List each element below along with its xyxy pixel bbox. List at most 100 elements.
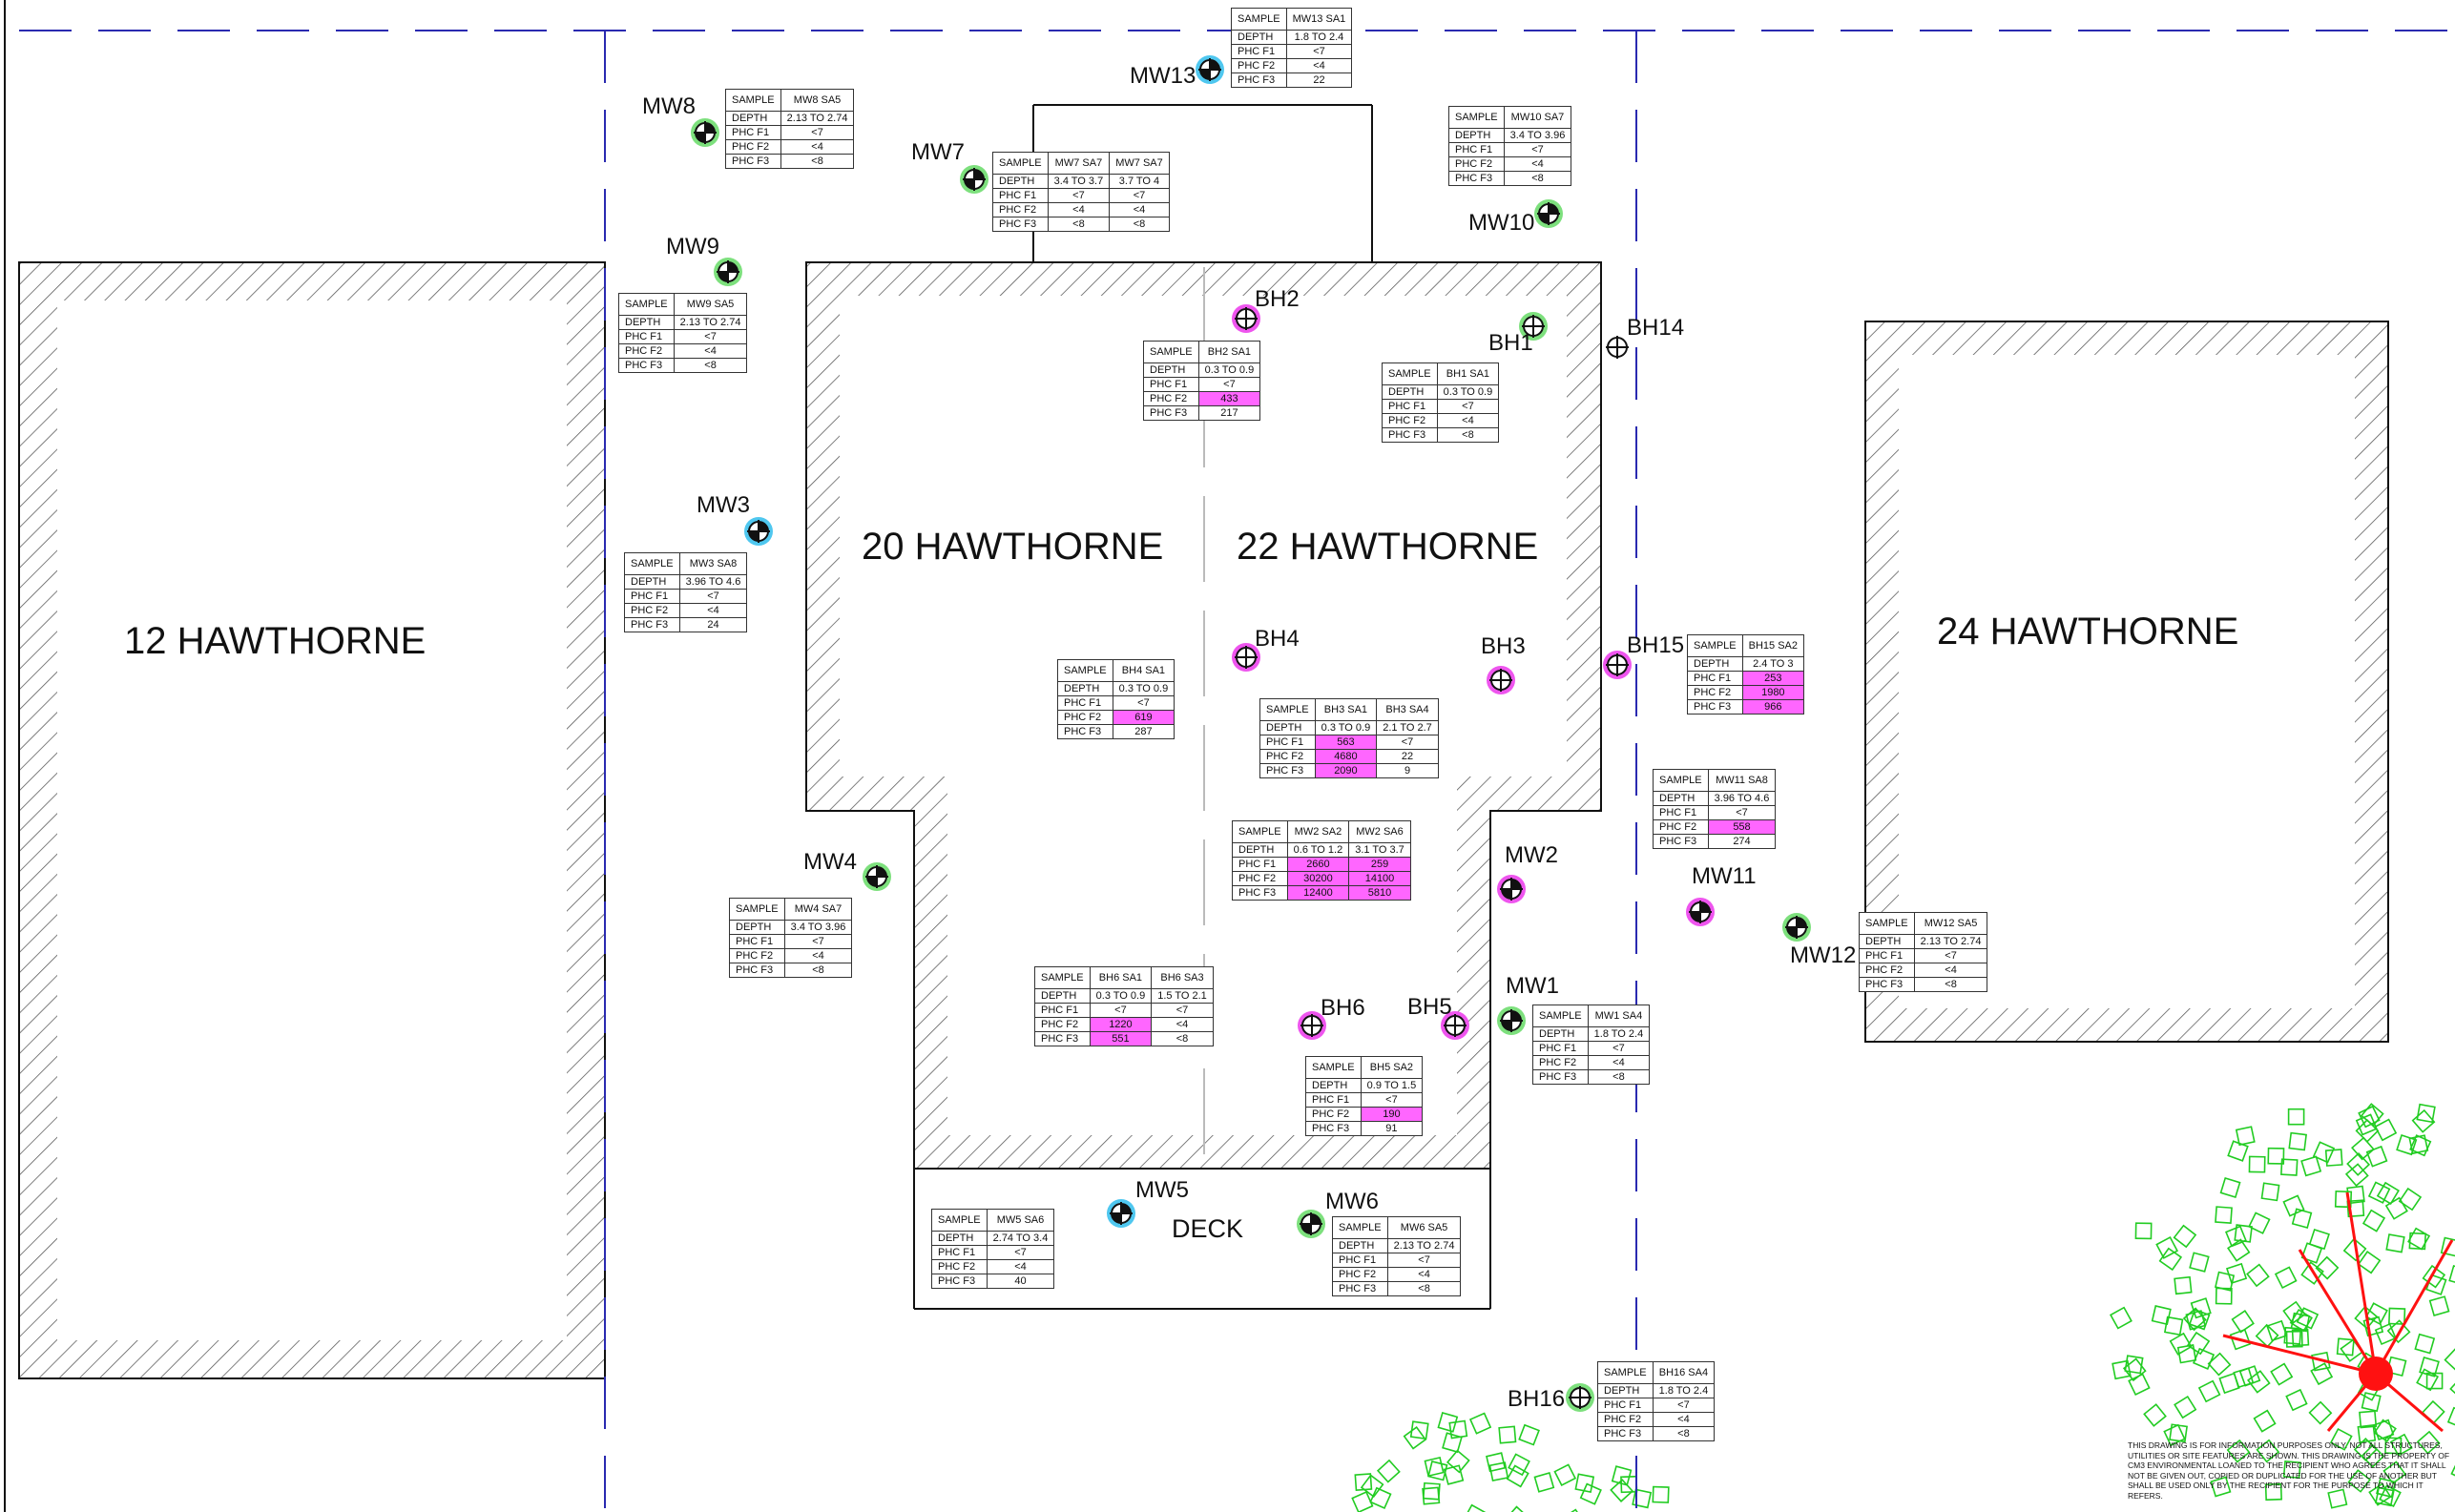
phc-value: <4 xyxy=(1285,58,1353,73)
row-label: PHC F2 xyxy=(1057,710,1113,725)
phc-value: <7 xyxy=(1109,188,1170,203)
phc-value: 2090 xyxy=(1314,763,1378,778)
foliage-mark xyxy=(2190,1297,2212,1319)
phc-value: <4 xyxy=(673,343,748,359)
sample-id: BH3 SA1 xyxy=(1314,698,1378,721)
phc-value: <7 xyxy=(1047,188,1111,203)
row-label: SAMPLE xyxy=(1532,1005,1589,1027)
well-symbol-mw4 xyxy=(863,862,891,891)
sample-id: MW3 SA8 xyxy=(678,552,748,575)
table-row: PHC F1<7 xyxy=(931,1245,1055,1260)
foliage-mark xyxy=(2229,1328,2252,1351)
well-symbol-mw10 xyxy=(1534,199,1563,228)
row-label: PHC F2 xyxy=(1232,871,1288,886)
row-label: PHC F1 xyxy=(1143,377,1199,392)
foliage-mark xyxy=(2169,1423,2188,1443)
phc-value: <7 xyxy=(1436,399,1500,414)
well-symbol-bh5 xyxy=(1441,1011,1469,1040)
tree-trunk-mark xyxy=(2359,1357,2393,1391)
foliage-mark xyxy=(1437,1411,1459,1433)
phc-value: 14100 xyxy=(1348,871,1411,886)
foliage-mark xyxy=(2290,1312,2311,1333)
well-label: BH5 xyxy=(1407,994,1452,1020)
well-symbol-bh3 xyxy=(1487,666,1515,694)
row-label: PHC F2 xyxy=(931,1259,988,1274)
well-symbol-bh2 xyxy=(1232,304,1260,333)
depth-value: 2.13 TO 2.74 xyxy=(780,111,855,126)
foliage-mark xyxy=(2419,1357,2440,1377)
foliage-mark xyxy=(2416,1430,2441,1455)
row-label: PHC F2 xyxy=(1231,58,1287,73)
well-quadrant xyxy=(1121,1204,1131,1213)
phc-value: 287 xyxy=(1112,724,1175,739)
row-label: PHC F2 xyxy=(1687,685,1743,700)
foliage-mark xyxy=(2186,1331,2211,1356)
sample-id: MW12 SA5 xyxy=(1913,912,1988,935)
row-label: PHC F1 xyxy=(1231,44,1287,59)
row-label: PHC F2 xyxy=(1143,391,1199,406)
sample-id: BH16 SA4 xyxy=(1652,1361,1716,1384)
row-label: PHC F1 xyxy=(1382,399,1438,414)
foliage-mark xyxy=(2367,1181,2391,1204)
phc-value: 253 xyxy=(1741,671,1805,686)
well-quadrant xyxy=(718,272,728,281)
depth-value: 3.1 TO 3.7 xyxy=(1348,842,1411,858)
foliage-mark xyxy=(2448,1265,2455,1286)
foliage-mark xyxy=(2218,1372,2240,1395)
well-label: BH15 xyxy=(1627,632,1685,658)
foliage-mark xyxy=(2233,1367,2255,1389)
foliage-mark xyxy=(2109,1306,2133,1330)
well-quadrant xyxy=(1311,1214,1321,1224)
row-label: PHC F2 xyxy=(1382,413,1438,428)
table-row: PHC F1<7<7 xyxy=(1034,1003,1214,1018)
row-label: PHC F3 xyxy=(1382,427,1438,443)
row-label: DEPTH xyxy=(992,174,1049,189)
foliage-mark xyxy=(2346,1199,2365,1218)
foliage-mark xyxy=(1354,1473,1373,1491)
foliage-mark xyxy=(2266,1319,2288,1342)
row-label: DEPTH xyxy=(1259,720,1316,735)
foliage-mark xyxy=(1508,1453,1530,1477)
foliage-mark xyxy=(2354,1305,2379,1330)
phc-value: <8 xyxy=(1436,427,1500,443)
row-label: PHC F3 xyxy=(1057,724,1113,739)
row-label: DEPTH xyxy=(729,920,785,935)
well-quadrant xyxy=(1502,889,1511,899)
well-label: BH6 xyxy=(1321,995,1365,1021)
row-label: PHC F1 xyxy=(1259,735,1316,750)
foliage-mark xyxy=(2374,1118,2398,1142)
sample-id: BH3 SA4 xyxy=(1376,698,1439,721)
phc-value: 2660 xyxy=(1286,857,1350,872)
row-label: PHC F2 xyxy=(1653,819,1709,835)
foliage-mark xyxy=(2253,1409,2277,1433)
row-label: DEPTH xyxy=(1231,30,1287,45)
table-row: PHC F2<4 xyxy=(725,139,855,155)
phc-value: 5810 xyxy=(1348,885,1411,901)
depth-value: 0.3 TO 0.9 xyxy=(1436,384,1500,400)
foliage-mark xyxy=(2197,1379,2221,1403)
foliage-mark xyxy=(2227,1140,2249,1162)
phc-value: 563 xyxy=(1314,735,1378,750)
phc-value: <4 xyxy=(1109,202,1170,217)
phc-value: <8 xyxy=(1047,217,1111,232)
tree-branch xyxy=(2345,1191,2378,1375)
well-quadrant xyxy=(696,133,705,142)
sample-id: MW7 SA7 xyxy=(1047,152,1111,175)
